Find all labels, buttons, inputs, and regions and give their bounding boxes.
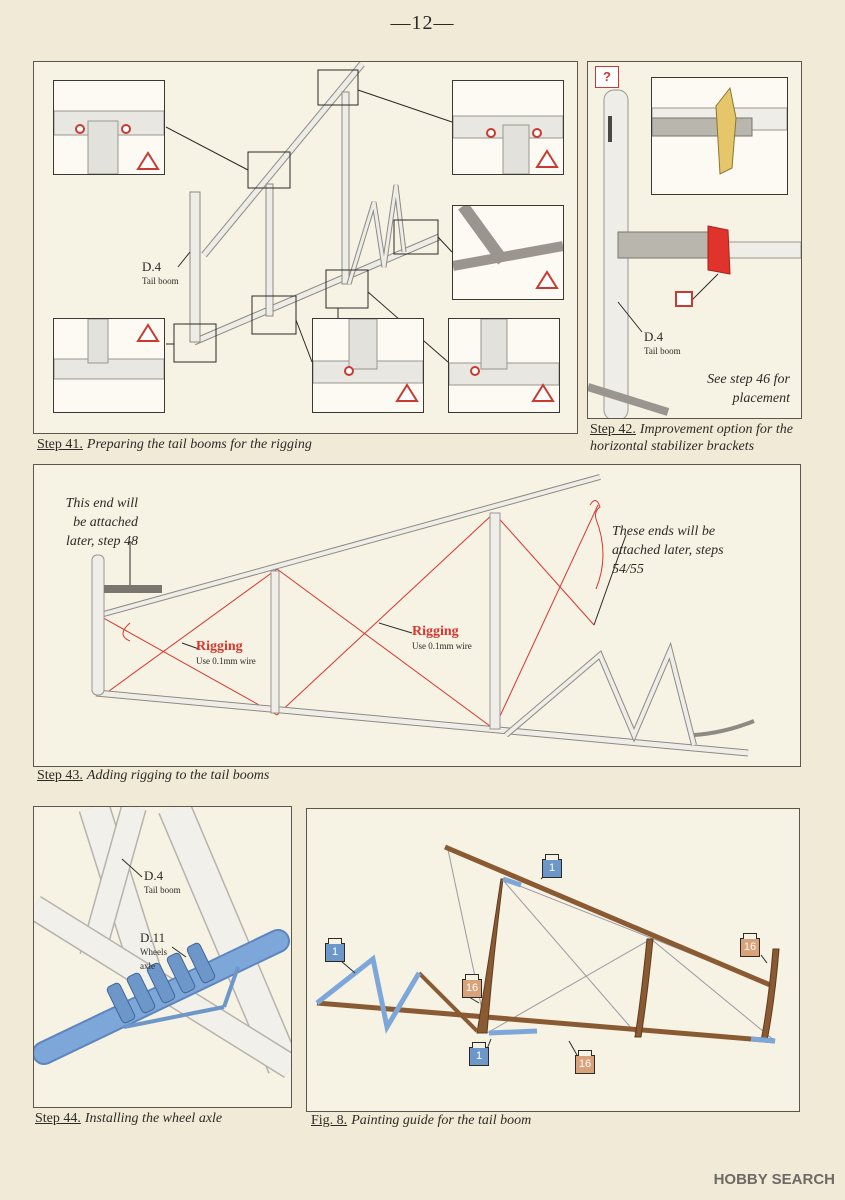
- step-41-caption: Step 41.Preparing the tail booms for the…: [37, 436, 312, 453]
- stabilizer-bracket-illustration: [588, 89, 801, 418]
- paint-badge: 16: [575, 1050, 595, 1074]
- paint-badge: 16: [462, 974, 482, 998]
- paint-badge: 1: [469, 1042, 489, 1066]
- step-number: Step 41.: [37, 437, 83, 452]
- paint-badge: 16: [740, 933, 760, 957]
- step-number: Step 43.: [37, 768, 83, 783]
- part-name: Wheels axle: [140, 947, 167, 971]
- left-end-note: This end will be attached later, step 48: [65, 496, 138, 549]
- wheel-axle-illustration: [34, 807, 291, 1079]
- rigging-label-left: Rigging Use 0.1mm wire: [196, 640, 256, 668]
- step-title: Preparing the tail booms for the rigging: [86, 437, 312, 452]
- watermark: HOBBY SEARCH: [713, 1171, 835, 1188]
- detail-inset-mid-right: [452, 205, 564, 300]
- step-41-panel: D.4 Tail boom: [33, 61, 578, 434]
- fig-8-panel: 1 1 16 16 1 16: [306, 808, 800, 1112]
- part-label-d11: D.11 Wheels axle: [140, 931, 170, 973]
- step-44-caption: Step 44.Installing the wheel axle: [35, 1110, 222, 1127]
- step-number: Step 42.: [590, 422, 636, 437]
- bracket-detail-inset: [651, 77, 788, 195]
- painting-guide-illustration: [315, 844, 780, 1056]
- step-title: Adding rigging to the tail booms: [86, 768, 270, 783]
- part-code: D.11: [140, 930, 166, 945]
- rigging-illustration: [91, 474, 755, 757]
- detail-inset-bottom-mid: [312, 318, 424, 413]
- paint-badge: 1: [325, 938, 345, 962]
- fig-8-caption: Fig. 8.Painting guide for the tail boom: [311, 1112, 531, 1129]
- rigging-title: Rigging: [196, 639, 243, 654]
- part-code: D.4: [144, 868, 164, 883]
- detail-inset-top-right: [452, 80, 564, 175]
- rigging-wire-note: Use 0.1mm wire: [196, 656, 256, 666]
- part-code: D.4: [644, 329, 664, 344]
- figure-number: Fig. 8.: [311, 1113, 348, 1128]
- part-name: Tail boom: [644, 346, 681, 356]
- question-badge: ?: [595, 66, 619, 88]
- part-label-d4: D.4 Tail boom: [142, 260, 179, 288]
- rigging-wire-note: Use 0.1mm wire: [412, 641, 472, 651]
- part-label-d4: D.4 Tail boom: [144, 869, 181, 897]
- part-name: Tail boom: [142, 276, 179, 286]
- tail-boom-frame-illustration: [165, 62, 453, 363]
- part-name: Tail boom: [144, 885, 181, 895]
- step-title: Installing the wheel axle: [84, 1111, 223, 1126]
- step-title: Improvement option for the horizontal st…: [590, 422, 793, 454]
- step-43-caption: Step 43.Adding rigging to the tail booms: [37, 767, 269, 784]
- step-42-caption: Step 42.Improvement option for the horiz…: [590, 421, 810, 455]
- right-ends-note: These ends will be attached later, steps…: [612, 524, 724, 577]
- detail-inset-top-left: [53, 80, 165, 175]
- step-number: Step 44.: [35, 1111, 81, 1126]
- step-44-panel: D.4 Tail boom D.11 Wheels axle: [33, 806, 292, 1108]
- page-number: —12—: [390, 12, 455, 34]
- question-mark: ?: [603, 69, 611, 84]
- step-43-panel: This end will be attached later, step 48…: [33, 464, 801, 767]
- paint-badge: 1: [542, 854, 562, 878]
- rigging-title: Rigging: [412, 624, 459, 639]
- detail-inset-bottom-right: [448, 318, 560, 413]
- placement-note: See step 46 for placement: [707, 372, 790, 406]
- part-label-d4: D.4 Tail boom: [644, 330, 681, 358]
- rigging-label-right: Rigging Use 0.1mm wire: [412, 625, 472, 653]
- part-code: D.4: [142, 259, 162, 274]
- step-42-panel: ? D.4 Tail boom See step 46 for placemen…: [587, 61, 802, 419]
- detail-inset-bottom-left: [53, 318, 165, 413]
- figure-title: Painting guide for the tail boom: [351, 1113, 532, 1128]
